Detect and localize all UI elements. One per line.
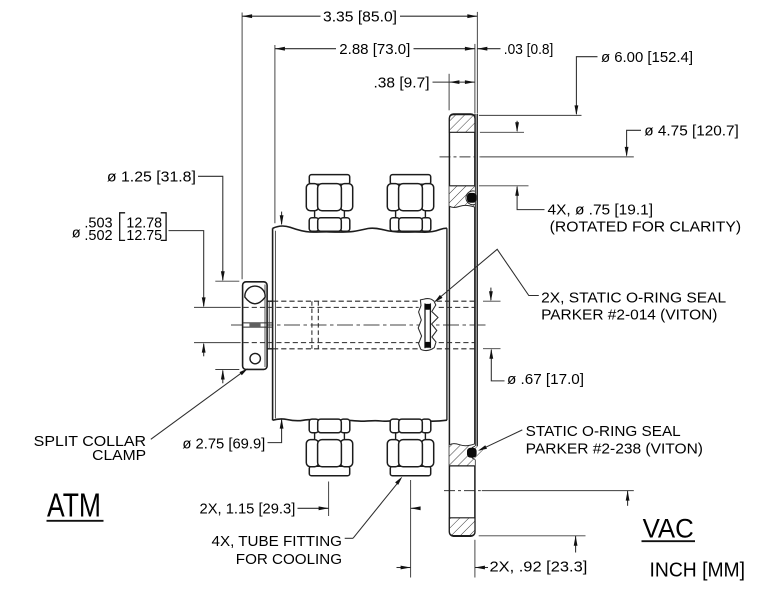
label-atm: ATM [47, 487, 101, 524]
bore-inch-max: .503 [84, 216, 112, 232]
tube-gland-breakout [417, 298, 439, 352]
clamp-screw-head [244, 285, 266, 305]
flange [448, 113, 484, 537]
label-vac: VAC [643, 514, 694, 544]
flange-top-rim-section [448, 114, 476, 133]
label-oring-large-line1: STATIC O-RING SEAL [526, 423, 681, 440]
extension-lines [194, 11, 634, 578]
dim-fitting-spacing: 2X, 1.15 [29.3] [200, 501, 296, 518]
body [271, 225, 448, 423]
bore-mm-min: 12.75 [126, 228, 162, 244]
bore-inch-min: .502 [84, 228, 112, 244]
label-fitting-line2: FOR COOLING [236, 551, 342, 568]
dim-bolt-holes: 4X, ø .75 [19.1] [548, 202, 654, 219]
dim-body-to-window: 2.88 [73.0] [339, 41, 410, 58]
tube-fitting-top-left [305, 173, 354, 233]
flange-outline [448, 113, 476, 537]
dim-flange-thickness: .38 [9.7] [374, 74, 430, 91]
dim-flange-diameter: ø 6.00 [152.4] [601, 49, 693, 66]
arrowheads [201, 14, 630, 570]
flange-bottom-rim-section [448, 517, 476, 537]
dim-bore-diameter: ø .503 .502 12.78 12.75 [72, 212, 167, 244]
bracket-left [119, 212, 126, 242]
dim-window-thickness: .03 [0.8] [504, 41, 554, 58]
tube-fitting-bottom-left [305, 418, 354, 477]
bore-mm-max: 12.78 [126, 216, 162, 232]
label-oring-large-line2: PARKER #2-238 (VITON) [526, 441, 703, 458]
dim-fitting-to-face: 2X, .92 [23.3] [490, 559, 588, 576]
dim-tube-diameter: ø .67 [17.0] [507, 371, 584, 388]
bracket-right [160, 212, 167, 242]
hidden-tube-lines [243, 300, 475, 350]
label-oring-small-line1: 2X, STATIC O-RING SEAL [541, 290, 726, 307]
body-top-surface [272, 225, 447, 233]
label-clamp-line2: CLAMP [92, 447, 146, 464]
clamp-split-gap [249, 322, 261, 328]
note-rotated-for-clarity: (ROTATED FOR CLARITY) [550, 219, 741, 236]
annotations: 3.35 [85.0] 2.88 [73.0] .03 [0.8] .38 [9… [34, 8, 745, 581]
oring-2-014-face-seal [467, 192, 477, 203]
dim-overall-length: 3.35 [85.0] [323, 8, 397, 25]
oring-2-014-gland-lower [424, 341, 431, 348]
label-clamp-line1: SPLIT COLLAR [34, 433, 146, 450]
dim-clamp-diameter: ø 1.25 [31.8] [107, 168, 196, 185]
label-units: INCH [MM] [650, 559, 746, 582]
bore-diameter-symbol: ø [72, 226, 81, 242]
split-collar-clamp [241, 280, 273, 371]
oring-2-014-gland-upper [424, 303, 431, 310]
flange-lower-breakout-section [449, 443, 484, 466]
tube-fitting-bottom-right [386, 418, 435, 477]
label-fitting-line1: 4X, TUBE FITTING [212, 533, 343, 550]
dim-bolt-circle: ø 4.75 [120.7] [644, 123, 739, 140]
tube-fitting-top-right [386, 173, 435, 233]
flange-upper-breakout-section [449, 185, 475, 208]
clamp-screw-hole [249, 352, 262, 365]
dim-body-diameter: ø 2.75 [69.9] [182, 436, 265, 453]
oring-2-238-seal [467, 447, 477, 458]
label-oring-small-line2: PARKER #2-014 (VITON) [541, 307, 717, 324]
